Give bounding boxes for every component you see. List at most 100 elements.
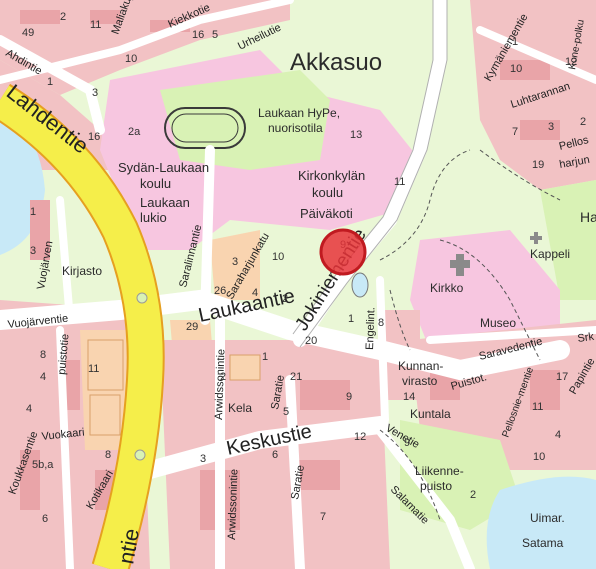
house-number: 6 [42,513,48,525]
place-label-kirkonkyla: koulu [312,185,343,200]
chapel-icon [530,232,542,244]
house-number: 3 [92,87,98,99]
house-number: 9 [346,391,352,403]
street-label-harjun: harjun [558,154,590,171]
park-area [540,180,596,300]
place-label-uimar: Uimar. [530,511,565,525]
place-label-kirjasto: Kirjasto [62,264,102,278]
house-number: 10 [272,251,284,263]
house-number: 3 [30,245,36,257]
place-label-kela: Kela [228,401,252,415]
place-label-lukio: lukio [140,210,167,225]
place-label-satama: Satama [522,536,564,550]
roundabout [134,449,146,461]
house-number: 5 [283,406,289,418]
house-number: 9 [404,437,410,449]
house-number: 4 [26,403,32,415]
house-number: 12 [565,56,577,68]
street-label-srk: Srk [577,331,596,345]
house-number: 10 [510,63,522,75]
church-area [410,230,560,360]
house-number: 6 [272,449,278,461]
house-number: 8 [378,317,384,329]
place-label-sydan: Sydän-Laukaan [118,160,209,175]
house-number: 2 [220,371,226,383]
house-number: 2 [60,11,66,23]
location-marker-icon[interactable] [319,228,367,276]
house-number: 11 [394,176,405,188]
place-label-sydan: koulu [140,176,171,191]
pond [351,272,369,298]
house-number: 21 [290,371,302,383]
house-number: 4 [555,429,561,441]
house-number: 7 [512,126,518,138]
house-number: 29 [186,321,198,333]
commercial-block [210,230,260,300]
house-number: 11 [532,401,543,413]
street-label-arwidssonintie: Arwidssonintie [226,469,240,540]
house-number: 14 [403,391,415,403]
house-number: 3 [548,121,554,133]
footpaths [379,149,561,521]
district-label: Akkasuo [290,49,382,76]
street-label-saratie: Saratie [269,374,287,410]
place-label-hype: nuorisotila [268,121,323,135]
place-label-museo: Museo [480,316,516,330]
house-number: 1 [47,76,53,88]
place-label-ha: Ha [580,209,596,225]
house-number: 12 [354,431,366,443]
house-number: 1 [262,351,268,363]
house-number: 4 [252,287,258,299]
house-number: 10 [533,451,545,463]
house-number: 2 [282,293,288,305]
house-number: 1 [30,206,36,218]
sports-field [171,113,239,143]
place-label-kunnan: Kunnan- [398,359,443,373]
house-number: 49 [22,27,34,39]
house-number: 11 [88,363,99,375]
place-label-puisto: puisto [420,479,452,493]
house-number: 19 [532,159,544,171]
house-number: 2a [128,126,141,138]
residential-block [470,0,596,190]
house-number: 3 [200,453,206,465]
place-label-paivakoti: Päiväkoti [300,206,353,221]
house-number: 13 [350,129,362,141]
house-number: 2 [470,489,476,501]
house-number: 8 [105,449,111,461]
house-number: 7 [320,511,326,523]
place-label-lukio: Laukaan [140,195,190,210]
street-label-arwidssonintie: Arwidssonintie [213,349,227,420]
street-label-engelintie: Engelint. [364,307,377,350]
house-number: 3 [232,256,238,268]
sports-track [164,107,246,149]
residential-block [0,0,290,95]
commercial-buildings [87,339,261,436]
street-label-vuokaari: Vuokaari [41,427,85,443]
place-label-kuntala: Kuntala [410,407,451,421]
house-number: 10 [125,53,137,65]
house-number: 16 [192,29,204,41]
church-icon [450,254,470,276]
house-number: 20 [305,335,317,347]
house-number: 11 [90,19,101,31]
place-label-kappeli: Kappeli [530,247,570,261]
place-label-kirkko: Kirkko [430,281,464,295]
house-number: 17 [556,371,568,383]
place-label-virasto: virasto [402,374,438,388]
house-number: 26 [214,285,226,297]
street-label-saratie: Saratie [289,464,307,500]
house-number: 8 [40,349,46,361]
house-number: 1 [512,36,518,48]
roundabout [136,292,148,304]
place-label-kirkonkyla: Kirkonkylän [298,168,365,183]
house-number: 1 [348,313,354,325]
road-edges [292,0,448,348]
house-number: 2 [580,116,586,128]
park-area [400,420,520,530]
place-label-liikenne: Liikenne- [415,464,464,478]
harbor-water [486,476,596,569]
